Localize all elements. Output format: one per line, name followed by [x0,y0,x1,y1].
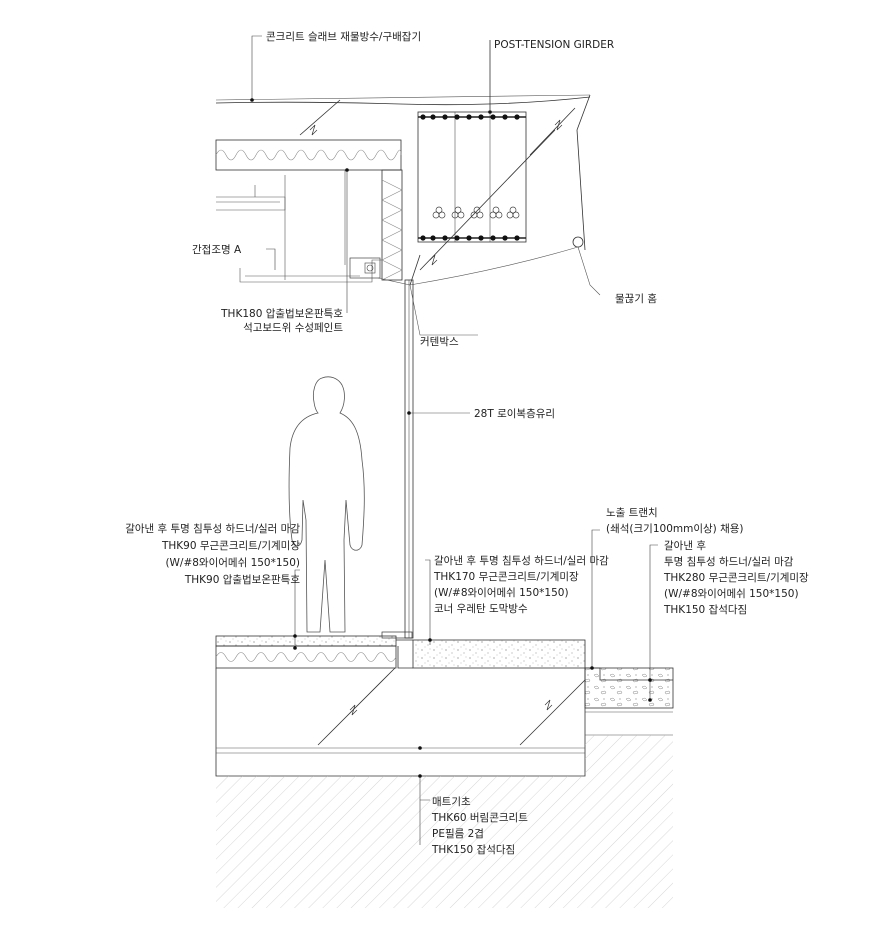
label-mid-mesh: (W/#8와이어메쉬 150*150) [434,587,569,599]
label-lean-concrete: THK60 버림콘크리트 [431,812,528,824]
human-figure [288,376,365,633]
leader-lines [251,35,658,845]
label-girder: POST-TENSION GIRDER [494,39,614,51]
label-mat-foundation: 매트기초 [432,796,471,808]
break-symbols [309,119,563,716]
floor-right [396,639,586,669]
foundation [215,667,673,908]
label-drip: 물끊기 홈 [615,292,657,305]
ceiling-frame [216,170,382,283]
post-tension-girder [417,40,556,271]
label-base-gravel: THK150 잡석다짐 [431,844,515,856]
label-right-gravel: THK150 잡석다짐 [663,604,747,616]
label-mid-waterproof: 코너 우레탄 도막방수 [434,603,528,615]
glass-wall [377,277,478,639]
trench [584,667,674,713]
label-right-finish-a: 갈아낸 후 [664,539,706,552]
label-mid-concrete: THK170 무근콘크리트/기계미장 [433,571,579,583]
label-right-mesh: (W/#8와이어메쉬 150*150) [664,588,799,600]
drip-groove [409,236,601,296]
label-left-concrete: THK90 무근콘크리트/기계미장 [161,540,300,552]
label-pe-film: PE필름 2겹 [432,828,484,840]
label-right-finish-b: 투명 침투성 하드너/실러 마감 [664,555,794,568]
label-ceiling-insulation: THK180 압출법보온판특호 [220,307,343,320]
label-left-insulation: THK90 압출법보온판특호 [184,573,301,586]
label-mid-finish: 갈아낸 후 투명 침투성 하드너/실러 마감 [434,554,609,567]
label-ceiling-finish: 석고보드위 수성페인트 [243,321,343,334]
leader-dots [250,98,652,778]
roof-slab [215,94,591,286]
label-trench-gravel: (쇄석(크기100mm이상) 채용) [606,523,744,535]
label-glass: 28T 로이복층유리 [474,408,555,420]
label-left-finish: 갈아낸 후 투명 침투성 하드너/실러 마감 [125,522,300,535]
label-lighting: 간접조명 A [192,244,242,256]
label-slab: 콘크리트 슬래브 재물방수/구배잡기 [266,31,421,43]
ceiling-insulation [215,139,403,281]
label-left-mesh: (W/#8와이어메쉬 150*150) [165,557,300,569]
label-curtain-box: 커텐박스 [420,336,459,348]
label-trench: 노출 트랜치 [606,507,658,519]
label-right-concrete: THK280 무근콘크리트/기계미장 [663,572,809,584]
floor-left [215,631,413,669]
